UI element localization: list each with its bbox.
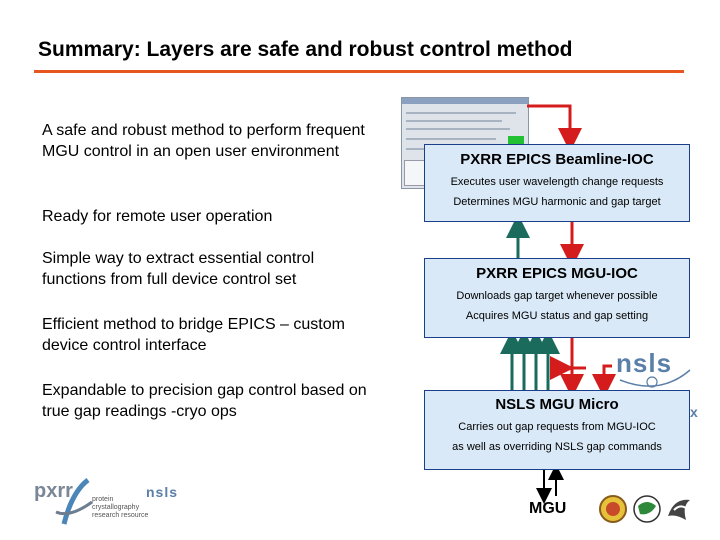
nsls-micro-title: NSLS MGU Micro (495, 396, 619, 413)
nsls-micro-box: NSLS MGU Micro Carries out gap requests … (424, 390, 690, 470)
bullet-safe-method: A safe and robust method to perform freq… (42, 122, 365, 160)
beamline-ioc-line-2: Determines MGU harmonic and gap target (453, 196, 661, 208)
nsls-micro-line-1: Carries out gap requests from MGU-IOC (458, 421, 656, 433)
nsls-logo-x: x (690, 404, 699, 420)
nsls-logo-right: nsls (616, 348, 673, 378)
mgu-label: MGU (529, 500, 567, 517)
pxrr-logo: pxrr protein crystallography research re… (34, 472, 194, 530)
mgu-ioc-line-1: Downloads gap target whenever possible (456, 290, 658, 302)
title-divider (34, 70, 684, 73)
mgu-ioc-line-2: Acquires MGU status and gap setting (465, 310, 649, 322)
beamline-ioc-title: PXRR EPICS Beamline-IOC (460, 151, 654, 168)
slide-title: Summary: Layers are safe and robust cont… (38, 38, 573, 61)
nsls-micro-line-2: as well as overriding NSLS gap commands (452, 441, 662, 453)
bullet-bridge-epics: Efficient method to bridge EPICS – custo… (42, 316, 345, 354)
nsls-logo-bottom: nsls (146, 484, 179, 500)
pxrr-swoosh-icon (55, 478, 93, 525)
bullet-expandable: Expandable to precision gap control base… (42, 382, 367, 420)
gui-to-beamline-arrow (527, 104, 582, 152)
mgu-ioc-title: PXRR EPICS MGU-IOC (476, 265, 638, 282)
seal-emblem-icon (599, 495, 627, 523)
beamline-ioc-line-1: Executes user wavelength change requests (450, 176, 664, 188)
bullet-extract-functions: Simple way to extract essential control … (42, 250, 315, 288)
nih-emblem-icon (668, 499, 690, 520)
mgu-ioc-box: PXRR EPICS MGU-IOC Downloads gap target … (424, 258, 690, 338)
bullet-remote-ready: Ready for remote user operation (42, 208, 273, 225)
globe-emblem-icon (633, 495, 661, 523)
beamline-ioc-box: PXRR EPICS Beamline-IOC Executes user wa… (424, 144, 690, 222)
